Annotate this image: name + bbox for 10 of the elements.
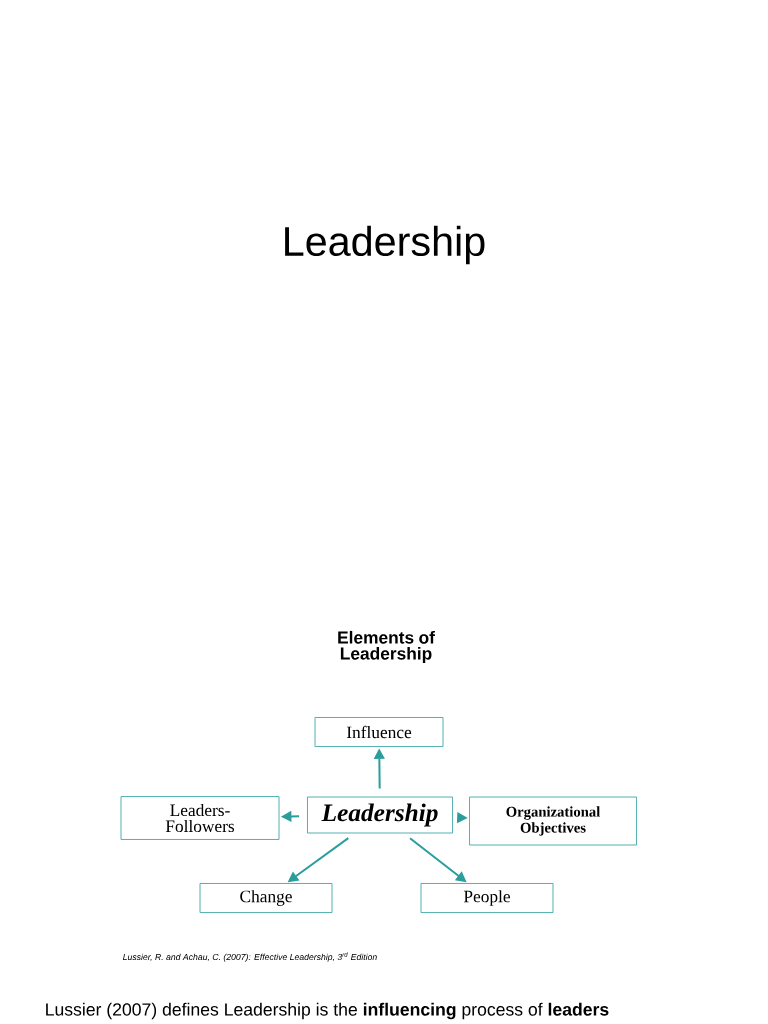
concept-box: Change xyxy=(199,883,333,913)
heading: Elements of Leadership xyxy=(338,630,435,664)
concept-box: Leaders- Followers xyxy=(120,796,280,840)
concept-box: Organizational Objectives xyxy=(469,796,637,846)
citation: Lussier, R. and Achau, C. (2007): Effective Leadership, 3$^{rd}$ Edition xyxy=(123,952,377,962)
concept-box: Influence xyxy=(314,717,444,747)
slide-title: Leadership xyxy=(285,225,485,265)
concept-box: Leadership xyxy=(307,796,453,834)
concept-box: People xyxy=(420,883,554,913)
body-text: Lussier (2007) defines Leadership is the influencing process of leaders xyxy=(46,1002,609,1020)
